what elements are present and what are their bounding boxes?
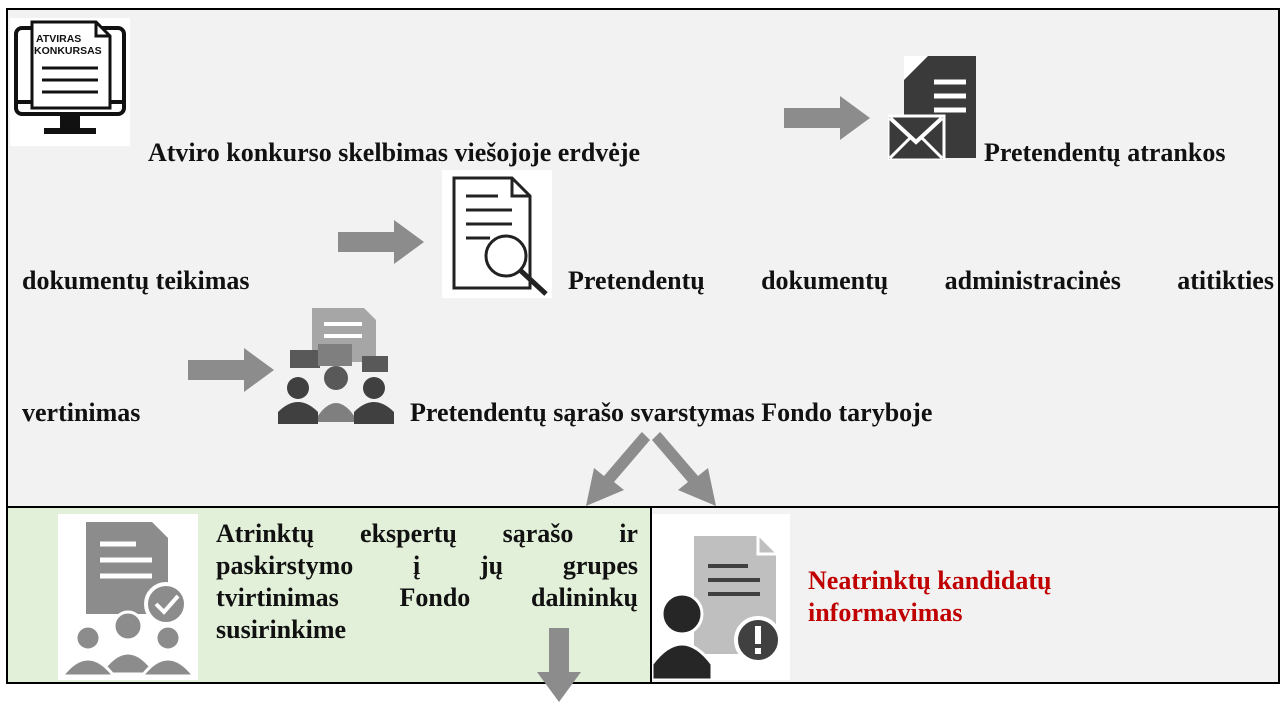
- selected-word: tvirtinimas: [216, 583, 339, 612]
- step-3-text-part2: vertinimas: [22, 398, 141, 427]
- icon-label-line2: KONKURSAS: [34, 45, 102, 57]
- icon-label-line1: ATVIRAS: [36, 33, 81, 45]
- selected-word: paskirstymo: [216, 551, 354, 580]
- arrow-right-icon: [338, 220, 424, 264]
- not-selected-text-line2: informavimas: [808, 598, 963, 627]
- selected-word: į: [413, 551, 421, 580]
- step-3-word: Pretendentų: [568, 266, 705, 295]
- step-1-text: Atviro konkurso skelbimas viešojoje erdv…: [148, 138, 641, 167]
- step-2-text-part2: dokumentų teikimas: [22, 266, 250, 295]
- arrow-down-right-icon: [652, 432, 716, 506]
- not-selected-text-line1: Neatrinktų kandidatų: [808, 566, 1052, 595]
- step-3-word: dokumentų: [761, 266, 889, 295]
- selected-word: jų: [479, 551, 504, 580]
- group-discussion-icon: [278, 308, 394, 424]
- step-3-text: Pretendentų dokumentų administracinės at…: [568, 268, 1274, 294]
- process-box: [6, 8, 1280, 508]
- step-3-word: administracinės: [944, 266, 1121, 295]
- selected-word: ir: [619, 519, 638, 548]
- step-4-text: Pretendentų sąrašo svarstymas Fondo tary…: [410, 398, 933, 427]
- document-search-icon: [442, 170, 552, 298]
- selected-word: dalininkų: [531, 583, 638, 612]
- computer-announcement-icon: ATVIRAS KONKURSAS: [10, 18, 130, 146]
- arrow-down-left-icon: [586, 432, 650, 506]
- selected-word: grupes: [562, 551, 638, 580]
- selected-word: ekspertų: [360, 519, 457, 548]
- person-warning-icon: [652, 514, 790, 680]
- selected-line: paskirstymo į jų grupes: [216, 550, 638, 582]
- selected-line: tvirtinimas Fondo dalininkų: [216, 582, 638, 614]
- arrow-right-icon: [784, 96, 870, 140]
- arrow-down-icon: [537, 628, 581, 702]
- approved-document-group-icon: [58, 514, 198, 680]
- step-2-text-part1: Pretendentų atrankos: [984, 138, 1226, 167]
- step-3-word: atitikties: [1177, 266, 1274, 295]
- selected-word: susirinkime: [216, 615, 347, 644]
- arrow-right-icon: [188, 348, 274, 392]
- selected-word: Atrinktų: [216, 519, 315, 548]
- document-envelope-icon: [888, 56, 976, 160]
- selected-experts-text: Atrinktų ekspertų sąrašo ir paskirstymo …: [216, 518, 638, 646]
- selected-word: sąrašo: [502, 519, 574, 548]
- selected-word: Fondo: [399, 583, 471, 612]
- selected-line: Atrinktų ekspertų sąrašo ir: [216, 518, 638, 550]
- selected-line: susirinkime: [216, 614, 638, 646]
